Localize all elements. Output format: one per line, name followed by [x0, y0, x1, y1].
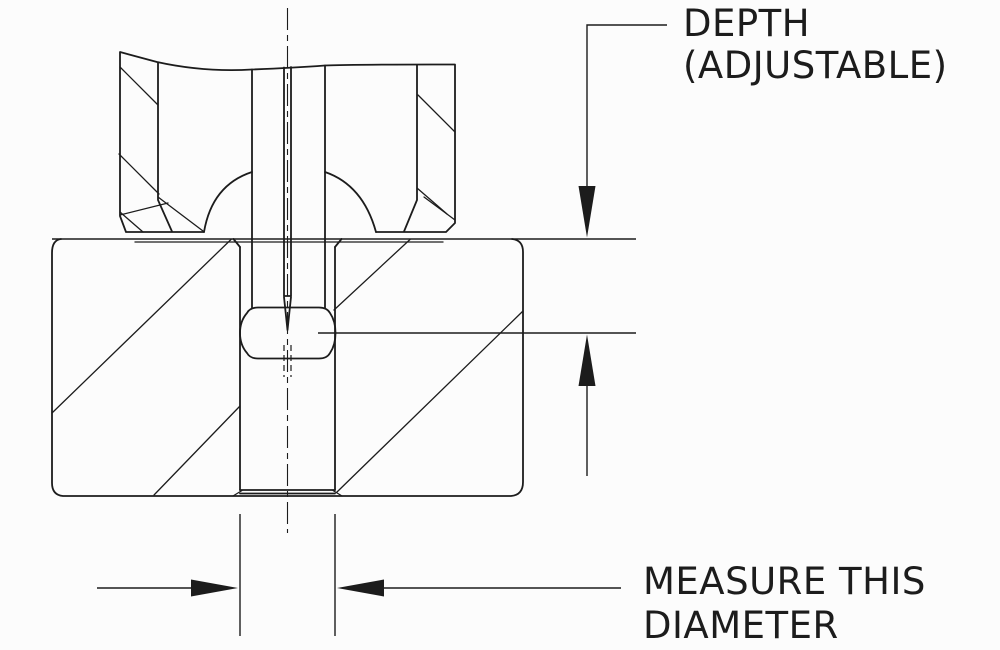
depth-dimension — [318, 24, 667, 476]
block-hatching — [51, 238, 524, 496]
cup-component — [118, 51, 456, 243]
block-hole — [232, 238, 343, 497]
block-component — [51, 238, 636, 497]
cup-inner-walls — [157, 61, 418, 233]
cup-hatching — [118, 66, 456, 233]
depth-label-line1: DEPTH — [683, 2, 810, 45]
cup-outline — [119, 51, 456, 233]
cup-dome — [203, 171, 377, 233]
depth-arrow-up-icon — [578, 334, 596, 386]
measure-label-line2: DIAMETER — [643, 604, 839, 647]
annotation-labels: DEPTH (ADJUSTABLE) MEASURE THIS DIAMETER — [643, 2, 948, 647]
diameter-arrow-right-icon — [191, 579, 238, 597]
diameter-arrow-left-icon — [337, 579, 384, 597]
detent-ball — [239, 306, 337, 360]
rod-edges — [251, 64, 326, 309]
diameter-dimension — [97, 514, 621, 636]
slot-hidden-lines — [283, 345, 292, 377]
depth-arrow-down-icon — [578, 186, 596, 238]
measure-label-line1: MEASURE THIS — [643, 560, 926, 603]
depth-leader-line — [586, 24, 667, 188]
depth-label-line2: (ADJUSTABLE) — [683, 44, 948, 87]
